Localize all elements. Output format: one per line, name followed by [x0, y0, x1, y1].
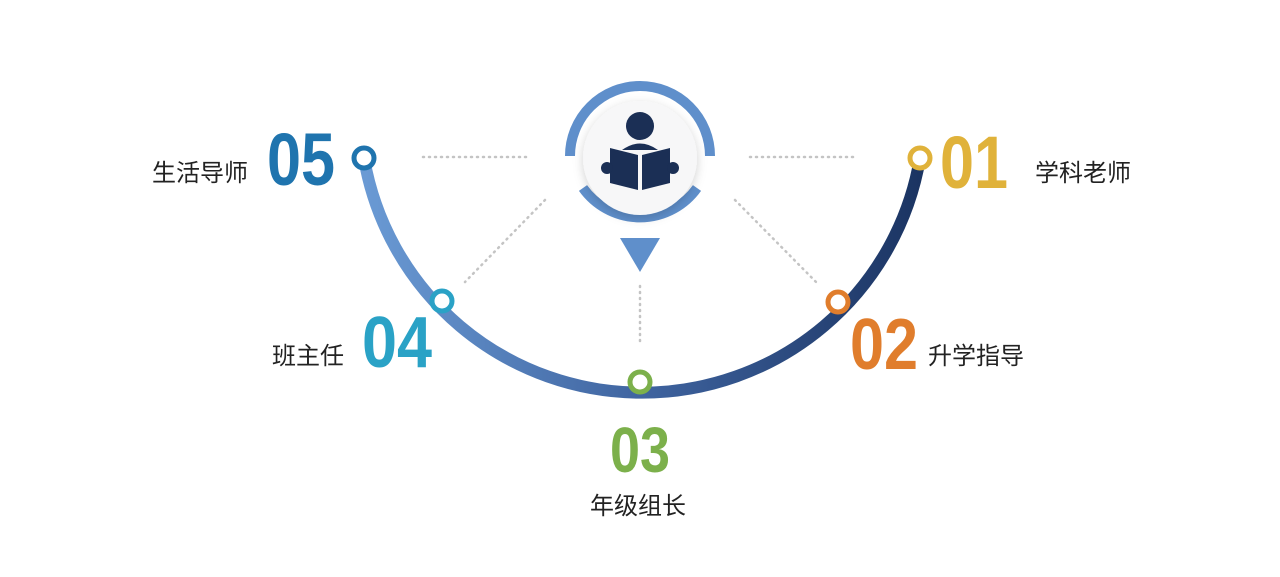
item-number-04: 04 [362, 303, 432, 383]
node-01 [907, 145, 933, 171]
node-03 [627, 369, 653, 395]
center-circle [583, 101, 697, 215]
person-reading-book-icon [601, 112, 679, 190]
center-ring-bottom [578, 185, 702, 223]
connector-04 [463, 198, 547, 284]
center-ring-top [565, 81, 715, 157]
item-label-02: 升学指导 [928, 342, 1024, 370]
item-label-05: 生活导师 [152, 159, 248, 187]
item-label-01: 学科老师 [1035, 159, 1131, 187]
dotted-connectors [421, 155, 860, 347]
item-number-02: 02 [850, 305, 918, 385]
item-label-04: 班主任 [272, 342, 344, 370]
item-label-03: 年级组长 [590, 492, 686, 520]
pointer-triangle [620, 238, 660, 272]
connector-02 [733, 198, 820, 286]
node-04 [429, 288, 455, 314]
item-number-05: 05 [267, 118, 335, 201]
item-number-01: 01 [940, 121, 1008, 204]
item-number-03: 03 [610, 414, 670, 486]
node-05 [351, 145, 377, 171]
node-02 [825, 289, 851, 315]
